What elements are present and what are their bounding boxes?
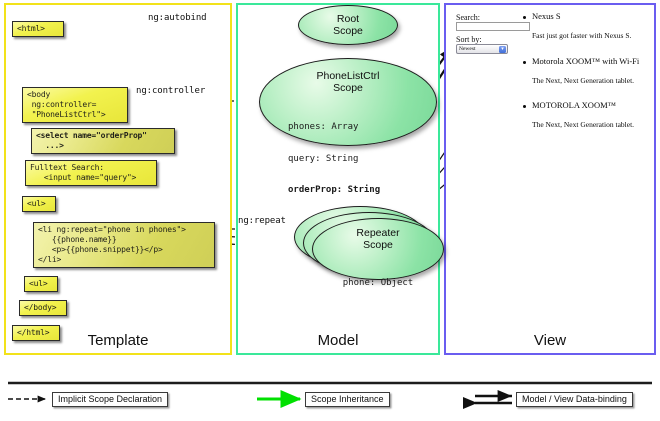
scope-repeater-title-2: Scope: [363, 239, 393, 251]
legend-item-implicit-scope-declaration: Implicit Scope Declaration: [52, 392, 169, 407]
phone-snippet: The Next, Next Generation tablet.: [532, 76, 635, 85]
legend: Implicit Scope Declaration Scope Inherit…: [0, 380, 660, 421]
phone-snippet: The Next, Next Generation tablet.: [532, 120, 635, 129]
list-bullet: [523, 61, 526, 64]
panel-label-model: Model: [317, 332, 359, 349]
label-ng-controller: ng:controller: [136, 86, 206, 96]
scope-prop-phones: phones: Array: [288, 122, 359, 132]
scope-root-title-1: Root: [336, 13, 360, 25]
view-sort-label: Sort by:: [456, 35, 482, 44]
code-box-ul-open: <ul>: [22, 196, 56, 212]
sort-by-selected-value: Newest: [459, 46, 476, 52]
scope-phonelistctrl: PhoneListCtrl Scope phones: Array query:…: [259, 58, 437, 195]
code-box-html-open: <html>: [12, 21, 64, 37]
code-box-li-repeat: <li ng:repeat="phone in phones"> {{phone…: [33, 222, 215, 268]
label-ng-autobind: ng:autobind: [148, 13, 207, 23]
scope-prop-query: query: String: [288, 153, 359, 164]
list-bullet: [523, 16, 526, 19]
scope-phonelistctrl-title-2: Scope: [333, 82, 363, 94]
label-ng-repeat: ng:repeat: [238, 216, 286, 226]
scope-root: Root Scope: [298, 5, 398, 45]
code-box-select: <select name="orderProp" ...>: [31, 128, 175, 154]
diagram-canvas: Template Model View <html> <body ng:cont…: [4, 3, 656, 355]
list-bullet: [523, 105, 526, 108]
phone-snippet: Fast just got faster with Nexus S.: [532, 31, 632, 40]
code-box-ul-close: <ul>: [24, 276, 58, 292]
phone-name: MOTOROLA XOOM™: [532, 100, 616, 110]
scope-prop-phone: phone: Object: [342, 278, 414, 288]
panel-view: View: [444, 3, 656, 355]
code-box-body-close: </body>: [19, 300, 67, 316]
code-box-search: Fulltext Search: <input name="query">: [25, 160, 157, 186]
search-input[interactable]: [456, 22, 530, 31]
scope-repeater-title-1: Repeater: [356, 227, 400, 239]
code-box-body-open: <body ng:controller= "PhoneListCtrl">: [22, 87, 128, 123]
legend-divider-and-arrows: [8, 381, 652, 409]
panel-label-view: View: [533, 332, 567, 349]
scope-phonelistctrl-title-1: PhoneListCtrl: [316, 70, 380, 82]
view-search-label: Search:: [456, 13, 480, 22]
code-box-html-close: </html>: [12, 325, 60, 341]
phone-name: Nexus S: [532, 11, 561, 21]
sort-by-select[interactable]: Newest ▾: [456, 44, 508, 54]
scope-root-title-2: Scope: [333, 25, 363, 37]
legend-item-scope-inheritance: Scope Inheritance: [305, 392, 390, 407]
scope-prop-orderprop: orderProp: String: [288, 185, 381, 195]
legend-item-model-view-data-binding: Model / View Data-binding: [516, 392, 633, 407]
chevron-down-icon: ▾: [499, 46, 506, 53]
scope-repeater: Repeater Scope phone: Object: [312, 218, 444, 288]
panel-label-template: Template: [87, 332, 149, 349]
phone-name: Motorola XOOM™ with Wi-Fi: [532, 56, 640, 66]
